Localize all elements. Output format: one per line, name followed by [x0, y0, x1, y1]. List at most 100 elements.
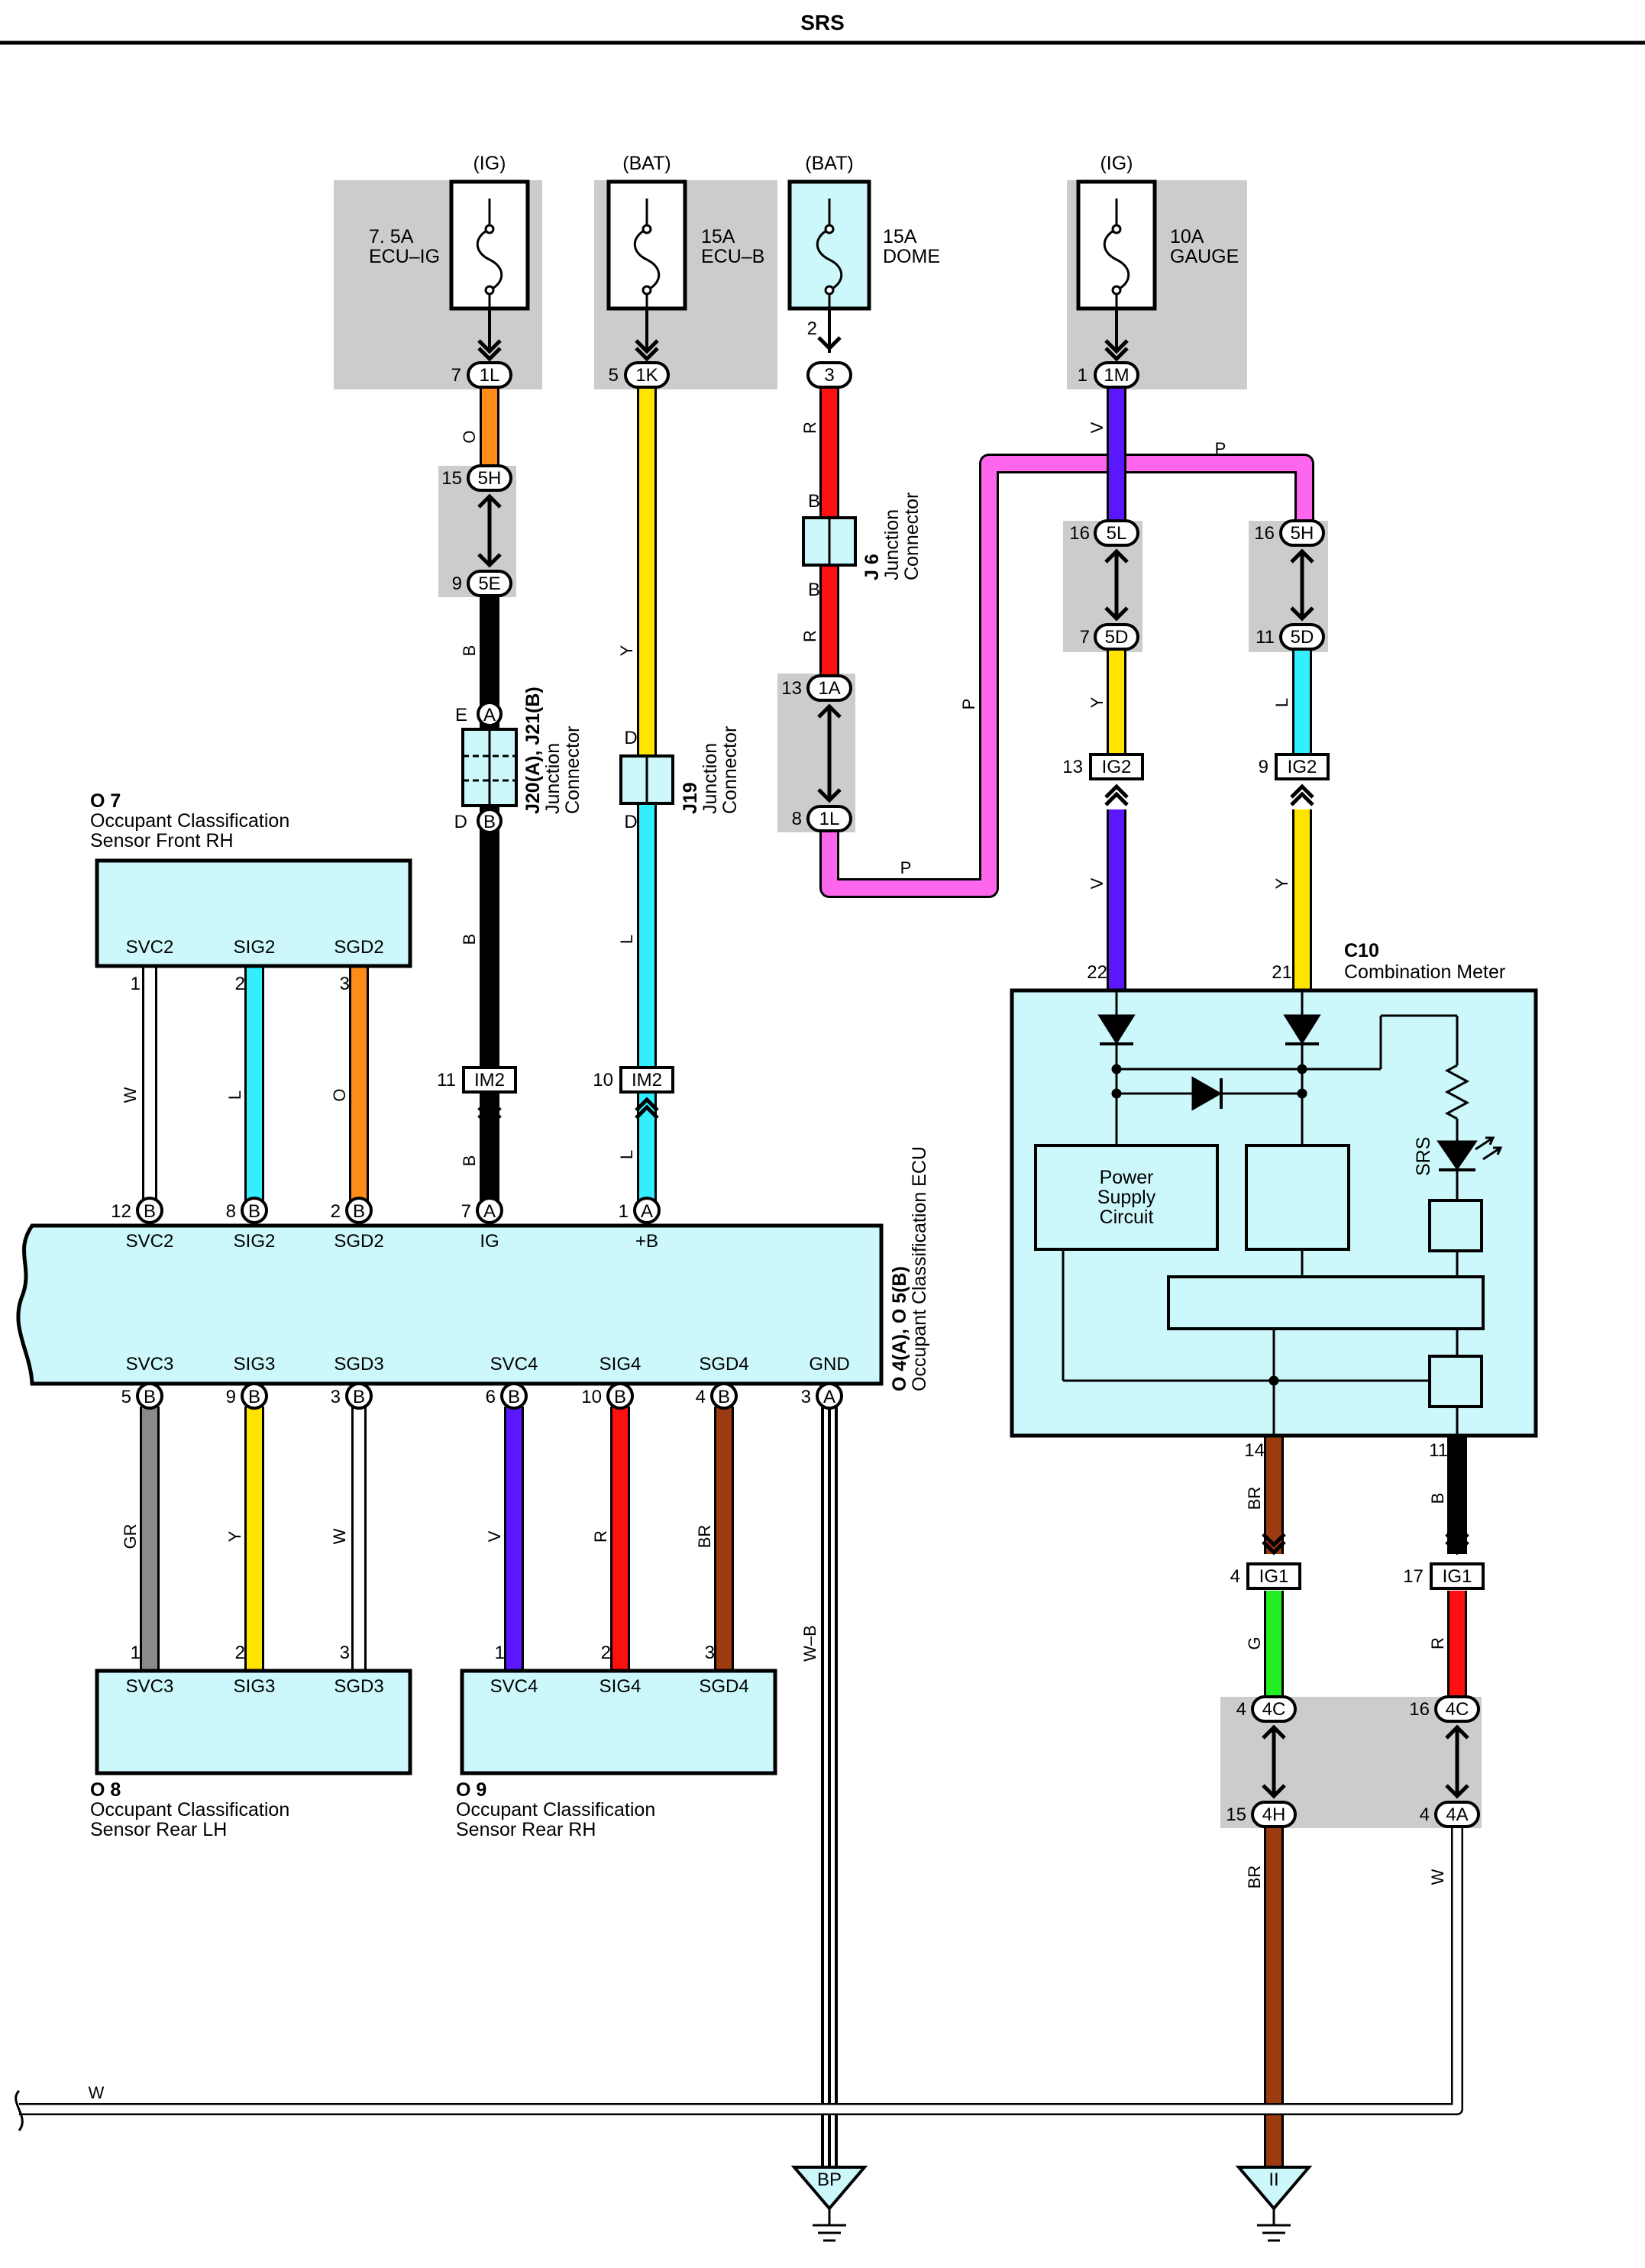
svg-text:W: W [330, 1528, 349, 1544]
ecu-name: Occupant Classification ECU [909, 1146, 930, 1391]
svg-text:L: L [617, 935, 636, 944]
connector-IM2-a: IM2 11 [437, 1066, 517, 1118]
svg-text:1L: 1L [480, 365, 500, 386]
svg-text:3: 3 [331, 1387, 341, 1407]
svg-text:P: P [1215, 439, 1226, 458]
connector-5E: 5E 9 [452, 570, 512, 597]
svg-text:SVC4: SVC4 [490, 1676, 538, 1697]
svg-text:O: O [330, 1088, 349, 1101]
junction-code: J19 [680, 782, 701, 814]
svg-text:BR: BR [1245, 1866, 1264, 1889]
svg-text:SIG3: SIG3 [234, 1676, 276, 1697]
svg-text:W: W [1428, 1869, 1447, 1885]
svg-text:Power: Power [1100, 1167, 1154, 1188]
fuse-name: ECU–B [701, 246, 764, 267]
fuse-rating: 7. 5A [369, 226, 414, 247]
svg-text:1: 1 [131, 974, 141, 994]
svg-text:V: V [1088, 422, 1107, 433]
ground-ii: II [1235, 2166, 1313, 2242]
fuse-rating: 10A [1170, 226, 1204, 247]
svg-text:16: 16 [1409, 1699, 1430, 1720]
connector-5H-a: 5H 15 [441, 464, 512, 492]
svg-text:D: D [624, 812, 637, 832]
svg-text:17: 17 [1403, 1566, 1424, 1587]
fuse-rating: 15A [701, 226, 735, 247]
svg-text:BP: BP [817, 2169, 842, 2190]
svg-text:B: B [460, 645, 479, 657]
svg-text:16: 16 [1069, 523, 1090, 544]
svg-text:5: 5 [609, 365, 619, 386]
combination-meter: C10 Combination Meter 22 21 [1010, 940, 1538, 1461]
svg-text:+B: +B [635, 1231, 658, 1252]
ecu-occupant-classification: O 4(A), O 5(B) Occupant Classification E… [16, 1146, 930, 1391]
svg-text:L: L [225, 1090, 244, 1100]
connector-1K: 1K 5 [609, 361, 670, 389]
svg-text:II: II [1268, 2169, 1278, 2190]
wire-color-labels: O B B B Y L L R R P P P V Y L V Y W L O … [89, 422, 1447, 2102]
fuse-ecu-ig: (IG) 7. 5A ECU–IG [369, 153, 530, 351]
svg-text:A: A [641, 1201, 653, 1222]
sensor-code: O 9 [456, 1779, 486, 1801]
svg-text:1A: 1A [818, 678, 840, 699]
svg-text:12: 12 [111, 1201, 131, 1222]
svg-text:E: E [455, 705, 467, 725]
svg-text:Junction: Junction [881, 509, 903, 580]
connector-5D-a: 5D 7 [1080, 623, 1139, 651]
ecu-top-pins: B 12 SVC2 B 8 SIG2 B 2 SGD2 A 7 IG A 1 +… [111, 1197, 661, 1252]
svg-text:IG1: IG1 [1259, 1566, 1289, 1587]
junction-arrows [477, 493, 1469, 1799]
connector-5L: 5L 16 [1069, 519, 1139, 547]
ecu-code: O 4(A), O 5(B) [889, 1266, 910, 1391]
svg-text:SVC3: SVC3 [126, 1676, 174, 1697]
svg-text:4: 4 [696, 1387, 706, 1407]
svg-text:SVC3: SVC3 [126, 1354, 174, 1375]
svg-text:4: 4 [1230, 1566, 1240, 1587]
svg-text:W: W [121, 1087, 140, 1103]
svg-text:IG: IG [480, 1231, 499, 1252]
svg-text:BR: BR [695, 1525, 714, 1549]
wires [19, 374, 1467, 2167]
svg-text:R: R [1428, 1637, 1447, 1649]
fuse-source: (IG) [1100, 153, 1133, 174]
svg-text:R: R [800, 630, 819, 642]
svg-text:B: B [614, 1387, 626, 1407]
svg-text:21: 21 [1272, 962, 1292, 983]
svg-text:1K: 1K [635, 365, 658, 386]
wire-break-mark [15, 2089, 24, 2131]
svg-text:14: 14 [1244, 1440, 1265, 1461]
svg-text:IM2: IM2 [632, 1070, 662, 1090]
svg-text:SGD2: SGD2 [334, 1231, 383, 1252]
svg-text:W–B: W–B [800, 1625, 819, 1662]
svg-text:SVC2: SVC2 [126, 937, 174, 958]
sensor-subname: Sensor Rear LH [90, 1819, 227, 1840]
svg-text:7: 7 [1080, 627, 1090, 648]
ground-bp: BP [790, 2166, 868, 2242]
connector-3: 3 2 [806, 318, 852, 389]
svg-text:7: 7 [461, 1201, 471, 1222]
svg-text:5: 5 [121, 1387, 131, 1407]
connector-4C-a: 4C 4 [1236, 1695, 1297, 1723]
sensor-subname: Sensor Front RH [90, 830, 234, 851]
fuse-name: DOME [883, 246, 940, 267]
svg-text:A: A [483, 1201, 496, 1222]
svg-text:O: O [460, 430, 479, 443]
svg-text:IG2: IG2 [1102, 757, 1132, 777]
svg-text:V: V [485, 1530, 504, 1542]
fuse-name: ECU–IG [369, 246, 440, 267]
svg-text:B: B [808, 491, 820, 512]
svg-text:R: R [800, 422, 819, 434]
fuse-rating: 15A [883, 226, 917, 247]
svg-text:5L: 5L [1107, 523, 1127, 544]
svg-text:16: 16 [1254, 523, 1275, 544]
svg-text:Supply: Supply [1097, 1187, 1156, 1208]
connector-IG2-b: IG2 9 [1259, 753, 1330, 805]
svg-text:2: 2 [235, 1643, 245, 1663]
junction-J19: D D J19 Junction Connector [619, 726, 741, 832]
svg-text:A: A [483, 705, 496, 725]
fuse-source: (BAT) [622, 153, 671, 174]
srs-indicator-label: SRS [1413, 1137, 1434, 1176]
svg-text:B: B [248, 1201, 260, 1222]
connector-IG1-b: IG1 17 [1403, 1534, 1485, 1590]
svg-text:SGD3: SGD3 [334, 1676, 383, 1697]
